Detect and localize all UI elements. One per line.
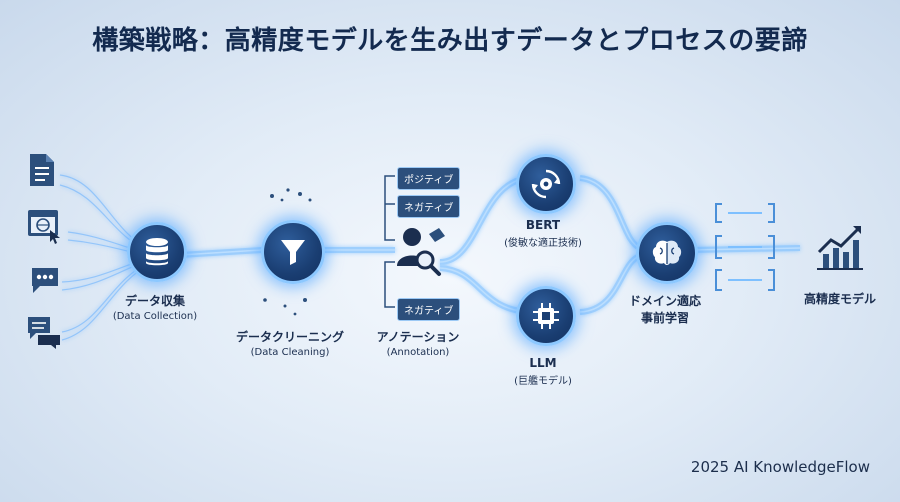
llm-label: LLM (巨艦モデル) (514, 356, 572, 387)
footer-credit: 2025 AI KnowledgeFlow (690, 458, 870, 476)
growth-chart-icon (815, 222, 865, 276)
pretraining-node (636, 222, 698, 284)
document-icon (28, 152, 56, 192)
brain-icon (652, 240, 682, 265)
page-title: 構築戦略：高精度モデルを生み出すデータとプロセスの要諦 (92, 26, 808, 56)
bert-node (516, 154, 576, 214)
annotation-icon (395, 224, 445, 284)
positive-tag: ポジティブ (397, 167, 461, 190)
data-cleaning-label: データクリーニング (Data Cleaning) (235, 330, 344, 358)
bert-label: BERT (俊敏な適正技術) (504, 218, 582, 249)
pretraining-label: ドメイン適応 事前学習 (628, 294, 701, 325)
database-icon (146, 238, 168, 266)
negative-tag-bottom: ネガティブ (397, 298, 461, 321)
data-collection-label: データ収集 (Data Collection) (112, 294, 198, 322)
chat-bubble-icon (28, 264, 62, 300)
chip-icon (533, 303, 559, 329)
data-collection-node (127, 222, 187, 282)
web-browser-icon (26, 208, 64, 250)
funnel-icon (281, 240, 305, 265)
gear-refresh-icon (531, 169, 561, 199)
result-label: 高精度モデル (803, 292, 876, 306)
annotation-label: アノテーション (Annotation) (376, 330, 460, 358)
llm-node (516, 286, 576, 346)
conversation-icon (26, 315, 64, 353)
negative-tag-top: ネガティブ (397, 195, 461, 218)
data-cleaning-node (261, 220, 325, 284)
